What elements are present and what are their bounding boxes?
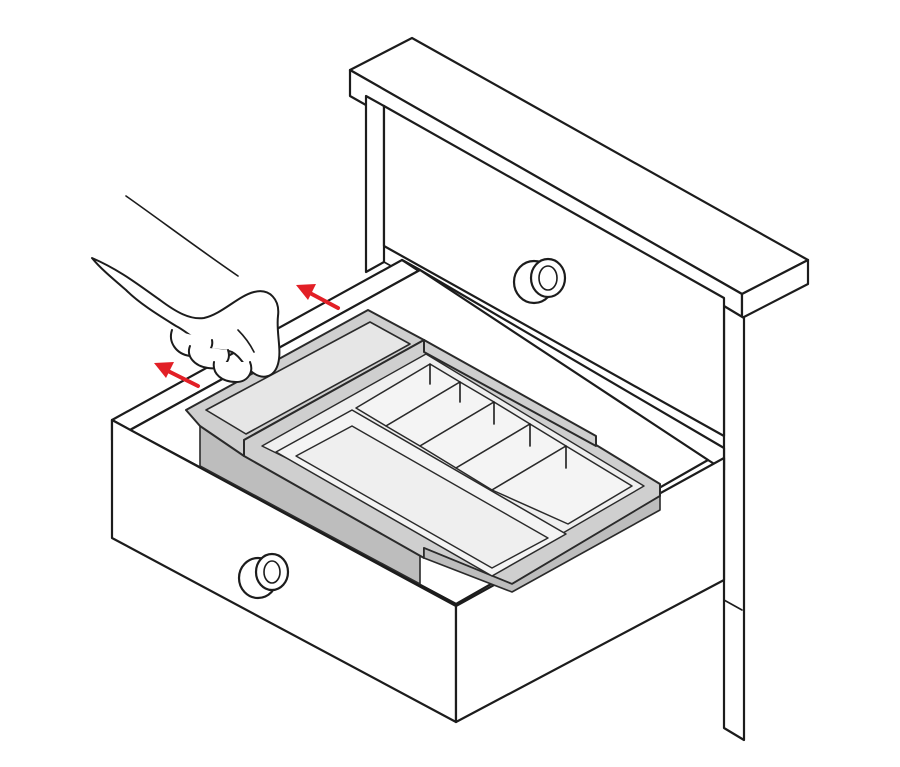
dresser-left-post [364,94,386,274]
drawer-knob-icon [512,257,567,305]
drawer-knob-icon [237,552,290,600]
dresser-top-side-edge [740,258,810,320]
hand-icon [91,195,281,383]
hand-finger-2 [212,361,253,383]
arrow-left-icon [154,362,200,388]
tray-long-compartment [295,425,549,569]
dresser-right-post [722,304,746,742]
tray-main-side [423,495,661,593]
hand-wrist-line [125,195,239,277]
hand-palm [91,257,281,378]
tray-slide-rail [423,339,597,447]
tray-small-divider-5 [491,445,633,525]
arrow-left-icon [296,284,340,310]
tray-extension-well [205,321,411,435]
hand-knuckle-line [237,329,255,353]
cabinet-lower-rail [723,581,743,611]
cutlery-tray [185,309,661,593]
